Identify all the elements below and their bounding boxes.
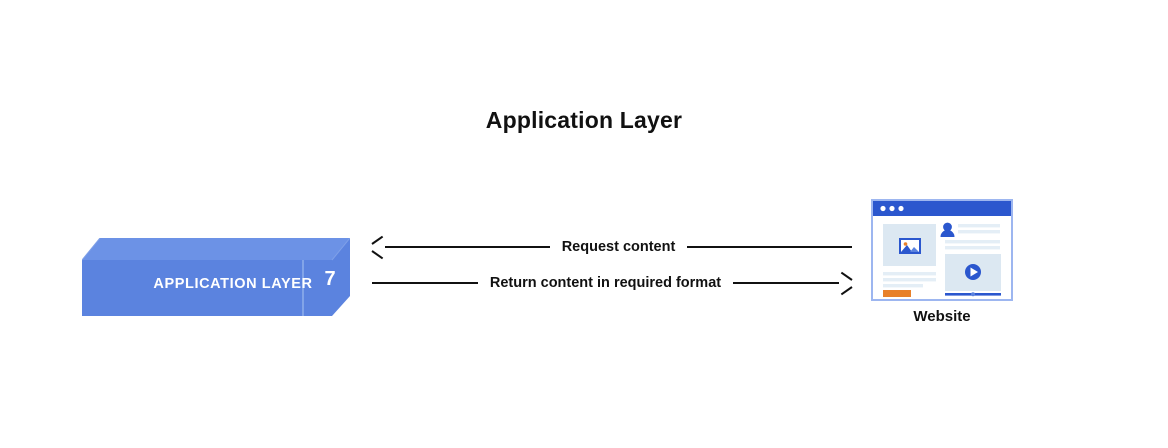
arrow-line-segment [687,246,852,248]
text-line [883,284,923,288]
page-title: Application Layer [485,107,683,133]
text-line [883,278,936,282]
layer-box-edge-left [82,238,101,261]
text-line [958,230,1000,234]
text-line [945,240,1000,244]
arrow-label-request: Request content [561,239,676,255]
window-dot-icon [898,205,904,212]
play-button-icon[interactable] [965,264,981,280]
layer-box-shape [82,238,350,316]
cta-button[interactable] [883,290,911,297]
arrow-head-right-icon [839,275,852,291]
layer-box-number: 7 [324,268,336,290]
arrow-label-return: Return content in required format [489,275,722,291]
application-layer-box: APPLICATION LAYER 7 [82,238,350,318]
text-line [958,224,1000,228]
arrow-head-left-icon [372,239,385,255]
browser-title-bar [873,201,1011,216]
layer-box-front-face [82,260,332,316]
layer-box-top-face [82,238,350,260]
layer-box-label: APPLICATION LAYER [153,276,313,292]
website-caption: Website [913,308,971,325]
arrow-group: Request content Return content in requir… [372,234,852,304]
arrow-line-segment [385,246,550,248]
arrow-request-content: Request content [372,234,852,260]
arrow-return-content: Return content in required format [372,270,852,296]
photo-icon [899,238,921,254]
avatar-icon [940,222,955,237]
layer-box-side-face [332,238,350,316]
text-line [883,272,936,276]
window-dot-icon [889,205,895,212]
progress-handle[interactable] [971,292,975,297]
browser-window-icon [871,199,1013,301]
arrow-line-segment [372,282,478,284]
website-node: Website [866,196,1018,336]
window-dot-icon [880,205,886,212]
layer-box-edge-right [331,238,350,261]
arrow-line-segment [733,282,839,284]
text-line [945,246,1000,250]
